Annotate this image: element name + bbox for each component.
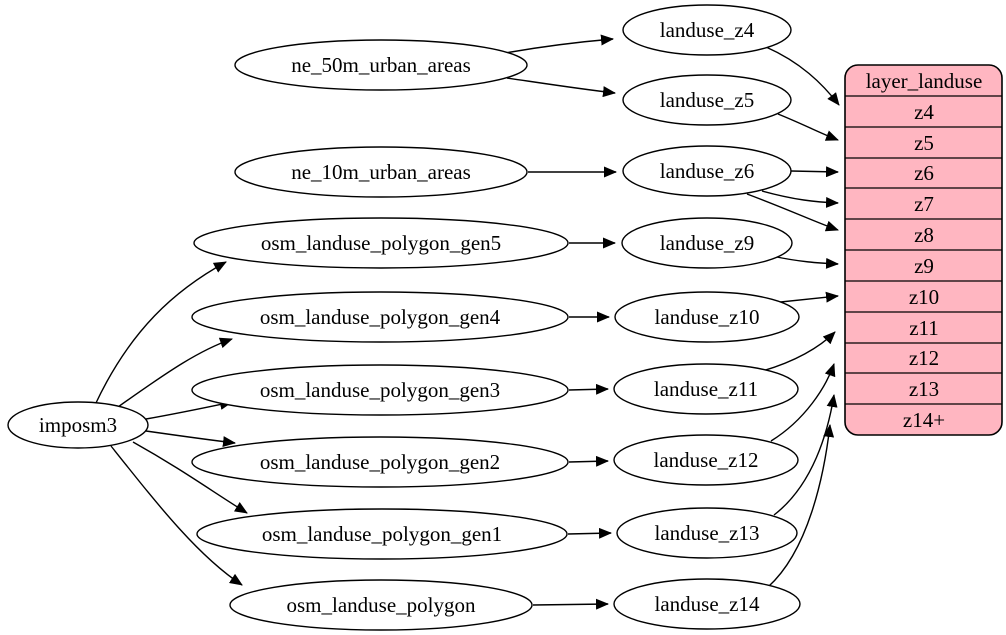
edge-landuse_z11-row_z11	[758, 331, 836, 373]
edge-landuse_z12-row_z12	[770, 363, 836, 442]
edge-ne_50m_urban_areas-landuse_z5	[506, 77, 616, 98]
record-row-z7: z7	[914, 192, 934, 216]
node-landuse_z9-label: landuse_z9	[660, 231, 754, 255]
node-landuse_z6-label: landuse_z6	[660, 159, 754, 183]
edge-imposm3-osm_landuse_polygon_gen1	[132, 441, 248, 514]
node-osm_landuse_polygon_gen4-shape	[191, 291, 569, 343]
node-ne_50m_urban_areas-shape	[234, 39, 528, 91]
record-row-z5: z5	[914, 131, 934, 155]
record-row-z4: z4	[914, 100, 934, 124]
edge-layer	[94, 34, 840, 610]
node-osm_landuse_polygon_gen5-shape	[193, 217, 569, 269]
edge-imposm3-osm_landuse_polygon_gen3	[145, 399, 233, 420]
node-landuse_z13-label: landuse_z13	[655, 521, 760, 545]
node-landuse_z11-shape	[613, 363, 799, 415]
record-row-z14plus: z14+	[903, 408, 945, 432]
edge-landuse_z6-row_z7	[761, 190, 839, 208]
node-landuse_z11-label: landuse_z11	[654, 377, 758, 401]
node-osm_landuse_polygon_gen4: osm_landuse_polygon_gen4	[191, 291, 569, 343]
node-osm_landuse_polygon_gen1-label: osm_landuse_polygon_gen1	[262, 522, 502, 546]
record-row-z9: z9	[914, 254, 934, 278]
edge-landuse_z13-row_z13	[773, 394, 838, 516]
node-ne_10m_urban_areas: ne_10m_urban_areas	[234, 146, 528, 198]
edge-ne_50m_urban_areas-landuse_z4	[504, 34, 614, 54]
node-landuse_z5-label: landuse_z5	[660, 88, 754, 112]
node-landuse_z13: landuse_z13	[616, 507, 798, 559]
node-landuse_z5-shape	[622, 74, 792, 126]
edge-landuse_z9-row_z9	[771, 255, 839, 269]
edge-osm_landuse_polygon-landuse_z14	[532, 598, 609, 610]
edge-imposm3-osm_landuse_polygon_gen4	[117, 337, 233, 408]
node-imposm3: imposm3	[7, 401, 149, 449]
node-landuse_z14-label: landuse_z14	[655, 592, 760, 616]
node-ne_10m_urban_areas-shape	[234, 146, 528, 198]
record-row-z13: z13	[909, 377, 939, 401]
node-landuse_z12-shape	[613, 434, 799, 486]
node-landuse_z14-shape	[613, 578, 801, 630]
record-row-z6: z6	[914, 161, 934, 185]
record-row-z8: z8	[914, 223, 934, 247]
node-osm_landuse_polygon-label: osm_landuse_polygon	[287, 593, 476, 617]
node-osm_landuse_polygon_gen2-shape	[191, 436, 569, 488]
record-row-z10: z10	[909, 285, 939, 309]
edge-landuse_z6-row_z8	[746, 193, 839, 232]
node-landuse_z10: landuse_z10	[614, 291, 800, 343]
node-osm_landuse_polygon_gen3: osm_landuse_polygon_gen3	[191, 364, 569, 416]
edge-landuse_z14-row_z14plus	[767, 424, 835, 588]
node-osm_landuse_polygon: osm_landuse_polygon	[229, 579, 533, 631]
node-osm_landuse_polygon_gen1-shape	[196, 508, 568, 560]
node-landuse_z13-shape	[616, 507, 798, 559]
node-landuse_z4-shape	[622, 4, 792, 56]
record-title: layer_landuse	[866, 69, 983, 93]
node-landuse_z9-shape	[621, 217, 793, 269]
node-ne_50m_urban_areas-label: ne_50m_urban_areas	[291, 53, 471, 77]
edge-osm_landuse_polygon_gen3-landuse_z11	[568, 383, 609, 395]
node-landuse_z14: landuse_z14	[613, 578, 801, 630]
node-osm_landuse_polygon_gen5-label: osm_landuse_polygon_gen5	[261, 231, 501, 255]
edge-landuse_z5-row_z5	[777, 113, 839, 141]
node-landuse_z9: landuse_z9	[621, 217, 793, 269]
node-osm_landuse_polygon_gen4-label: osm_landuse_polygon_gen4	[260, 305, 501, 329]
edge-landuse_z6-row_z6	[790, 166, 839, 178]
node-osm_landuse_polygon_gen3-shape	[191, 364, 569, 416]
node-osm_landuse_polygon_gen2: osm_landuse_polygon_gen2	[191, 436, 569, 488]
node-landuse_z10-label: landuse_z10	[655, 305, 760, 329]
node-imposm3-shape	[7, 401, 149, 449]
node-imposm3-label: imposm3	[39, 413, 117, 437]
node-landuse_z5: landuse_z5	[622, 74, 792, 126]
node-landuse_z12-label: landuse_z12	[654, 448, 759, 472]
node-landuse_z6-shape	[622, 145, 792, 197]
node-landuse_z11: landuse_z11	[613, 363, 799, 415]
node-landuse_z4-label: landuse_z4	[660, 18, 755, 42]
node-layer: imposm3 ne_50m_urban_areas ne_10m_urban_…	[7, 4, 801, 631]
node-osm_landuse_polygon-shape	[229, 579, 533, 631]
node-landuse_z12: landuse_z12	[613, 434, 799, 486]
node-osm_landuse_polygon_gen5: osm_landuse_polygon_gen5	[193, 217, 569, 269]
node-landuse_z10-shape	[614, 291, 800, 343]
edge-osm_landuse_polygon_gen2-landuse_z12	[568, 455, 609, 467]
record-row-z12: z12	[909, 346, 939, 370]
edge-osm_landuse_polygon_gen1-landuse_z13	[567, 527, 612, 539]
node-landuse_z4: landuse_z4	[622, 4, 792, 56]
record-row-z11: z11	[909, 316, 939, 340]
node-ne_10m_urban_areas-label: ne_10m_urban_areas	[291, 160, 471, 184]
node-osm_landuse_polygon_gen3-label: osm_landuse_polygon_gen3	[260, 378, 500, 402]
edge-imposm3-osm_landuse_polygon_gen5	[94, 261, 227, 406]
node-osm_landuse_polygon_gen2-label: osm_landuse_polygon_gen2	[260, 450, 500, 474]
node-ne_50m_urban_areas: ne_50m_urban_areas	[234, 39, 528, 91]
node-landuse_z6: landuse_z6	[622, 145, 792, 197]
edge-imposm3-osm_landuse_polygon_gen2	[145, 430, 236, 448]
edge-imposm3-osm_landuse_polygon	[110, 445, 243, 586]
edge-landuse_z4-row_z4	[765, 46, 840, 106]
node-osm_landuse_polygon_gen1: osm_landuse_polygon_gen1	[196, 508, 568, 560]
node-layer_landuse: layer_landuse z4 z5 z6 z7 z8 z9 z10 z11 …	[844, 64, 1003, 436]
